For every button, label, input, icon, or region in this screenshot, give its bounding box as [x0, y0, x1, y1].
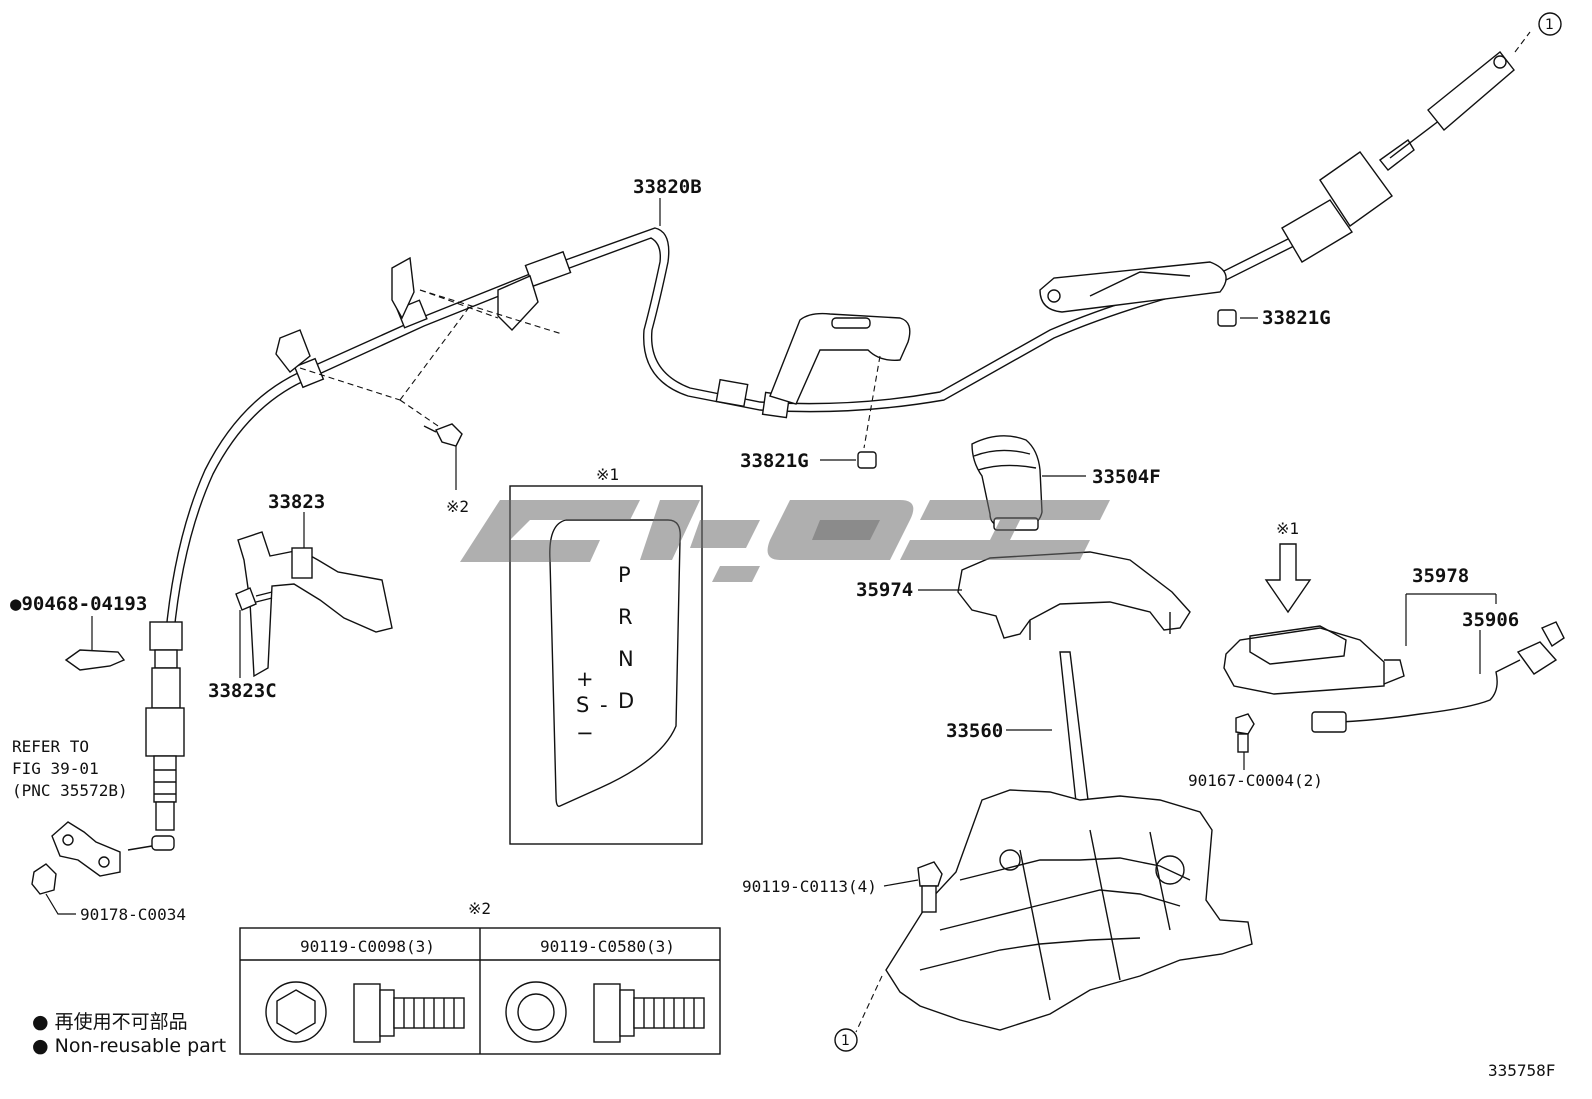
label-33560: 33560: [946, 720, 1003, 742]
gate-p: P: [618, 563, 631, 587]
circle-ref-1-top: [1538, 12, 1562, 36]
shift-lever-33560: [855, 651, 1253, 1033]
figure-id: 335758F: [1488, 1061, 1555, 1080]
harness-35906: [1311, 621, 1565, 733]
label-mark1-panel: ※1: [596, 465, 619, 484]
shift-gate-panel: ※1 P R N D + S - −: [509, 465, 703, 845]
bezel-35974: [918, 551, 1191, 640]
gate-plus: +: [576, 667, 594, 691]
label-35906: 35906: [1462, 609, 1519, 631]
circle-ref-1-bottom-label: 1: [841, 1033, 850, 1049]
bolt-table-col1: 90119-C0098(3): [300, 937, 435, 956]
label-33823c: 33823C: [208, 680, 277, 702]
label-90178: 90178-C0034: [80, 905, 186, 924]
label-mark1-arrow: ※1: [1276, 519, 1299, 538]
screw-mark2: [423, 423, 463, 490]
nut-33821g-mid: [820, 451, 877, 469]
label-mark2-screw: ※2: [446, 497, 469, 516]
gate-minus: −: [576, 721, 594, 745]
gate-n: N: [618, 647, 634, 671]
shift-cable: [127, 31, 1531, 851]
bolt-90119-c0113: [883, 861, 943, 913]
label-33504f: 33504F: [1092, 466, 1161, 488]
label-33823: 33823: [268, 491, 325, 513]
gate-s: S: [576, 693, 589, 717]
cable-bracket-upper: [275, 256, 563, 431]
label-35978: 35978: [1412, 565, 1469, 587]
refer-line-3: (PNC 35572B): [12, 781, 128, 800]
cable-mount-bracket: [769, 312, 911, 449]
label-33821g-mid: 33821G: [740, 450, 809, 472]
refer-line-1: REFER TO: [12, 737, 89, 756]
refer-note: REFER TO FIG 39-01 (PNC 35572B): [12, 737, 128, 800]
gate-d: D: [618, 689, 634, 713]
gate-r: R: [618, 605, 633, 629]
selector-module-35978: ※1: [1223, 519, 1497, 695]
label-33820b: 33820B: [633, 176, 702, 198]
bolt-table-col2: 90119-C0580(3): [540, 937, 675, 956]
clip-90468: [64, 649, 126, 671]
label-35974: 35974: [856, 579, 913, 601]
label-90119-c0113: 90119-C0113(4): [742, 877, 877, 896]
bracket-33823: [237, 512, 393, 678]
circle-ref-1-top-label: 1: [1545, 17, 1554, 33]
bolt-table: ※2 90119-C0098(3) 90119-C0580(3): [239, 899, 721, 1055]
bracket-lower-left: [31, 821, 121, 915]
screw-90167: [1235, 713, 1255, 770]
circle-ref-1-bottom: [834, 1028, 858, 1052]
legend-jp: ● 再使用不可部品: [32, 1011, 188, 1033]
label-33821g-top: 33821G: [1262, 307, 1331, 329]
cable-mount-bracket-right: [1039, 261, 1227, 313]
nut-33821g-top: [1217, 309, 1258, 327]
gate-dash: -: [600, 693, 608, 717]
refer-line-2: FIG 39-01: [12, 759, 99, 778]
label-90468: ●90468-04193: [10, 593, 147, 615]
watermark-logo: [460, 500, 1110, 582]
legend-en: ● Non-reusable part: [32, 1035, 226, 1057]
screw-33823c: [235, 587, 273, 678]
label-mark2-table: ※2: [468, 899, 491, 918]
label-90167: 90167-C0004(2): [1188, 771, 1323, 790]
